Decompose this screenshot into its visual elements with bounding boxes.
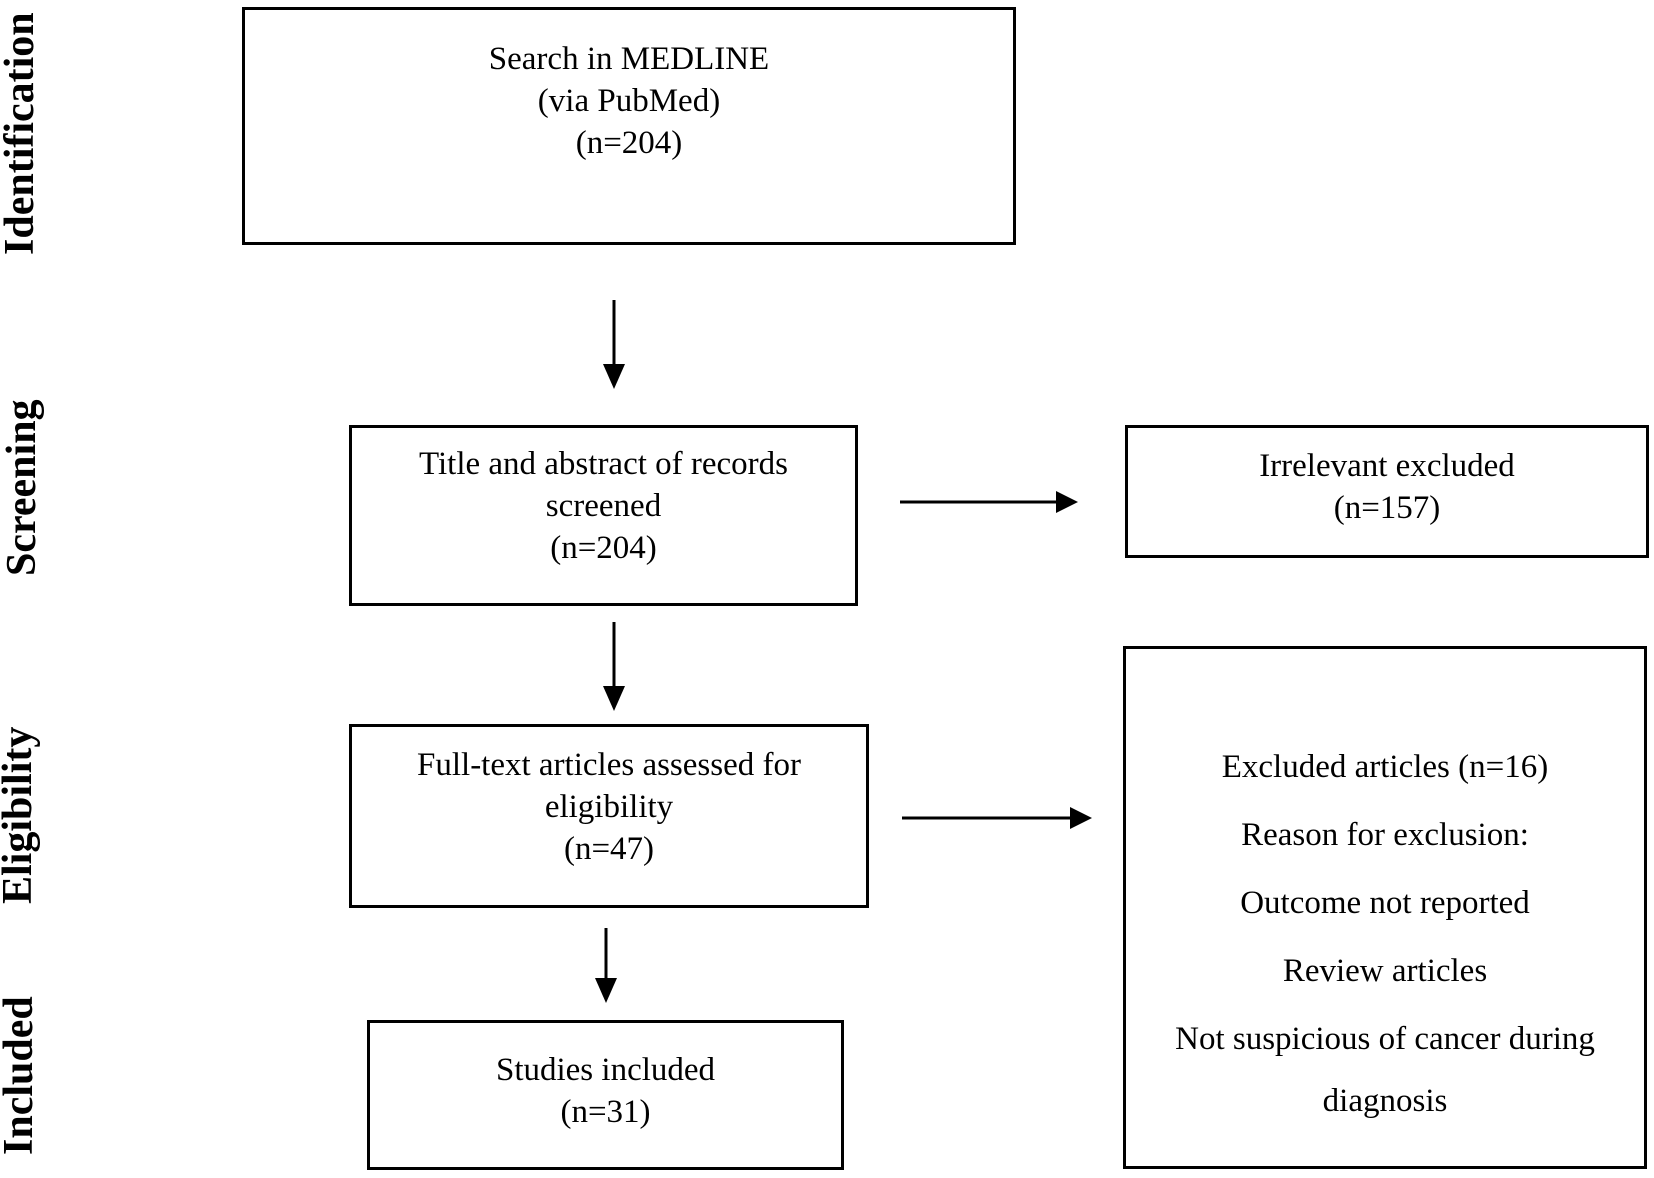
search-box-line: (via PubMed)	[537, 83, 721, 119]
irrelevant-excluded-box: Irrelevant excluded (n=157)	[1125, 425, 1649, 558]
excluded-box-line: diagnosis	[1322, 1083, 1448, 1119]
fulltext-box: Full-text articles assessed for eligibil…	[349, 724, 869, 908]
arrow-fulltext-to-excluded	[902, 807, 1092, 829]
arrow-screened-to-irrelevant	[900, 491, 1078, 513]
excluded-box-line: Excluded articles (n=16)	[1221, 749, 1549, 785]
search-box-line: Search in MEDLINE	[488, 41, 770, 77]
irrelevant-box-line: (n=157)	[1333, 490, 1441, 526]
excluded-box-line: Review articles	[1282, 953, 1488, 989]
arrow-screened-to-fulltext	[603, 622, 625, 711]
excluded-articles-box: Excluded articles (n=16) Reason for excl…	[1123, 646, 1647, 1169]
fulltext-box-line: Full-text articles assessed for	[417, 747, 801, 783]
excluded-box-line: Reason for exclusion:	[1241, 817, 1529, 853]
fulltext-box-line: eligibility	[544, 789, 674, 825]
screened-box: Title and abstract of records screened (…	[349, 425, 858, 606]
arrow-fulltext-to-included	[595, 928, 617, 1003]
screened-box-line: (n=204)	[550, 530, 657, 566]
excluded-box-line: Not suspicious of cancer during	[1175, 1021, 1595, 1057]
screened-box-line: Title and abstract of records	[418, 446, 788, 482]
included-box: Studies included (n=31)	[367, 1020, 844, 1170]
fulltext-box-line: (n=47)	[563, 831, 655, 867]
irrelevant-box-line: Irrelevant excluded	[1259, 448, 1515, 484]
search-box-line: (n=204)	[575, 125, 683, 161]
excluded-box-line: Outcome not reported	[1240, 885, 1530, 921]
included-box-line: Studies included	[495, 1052, 716, 1088]
arrow-search-to-screened	[603, 300, 625, 389]
screened-box-line: screened	[545, 488, 662, 524]
included-box-line: (n=31)	[560, 1094, 651, 1130]
search-box: Search in MEDLINE (via PubMed) (n=204)	[242, 7, 1016, 245]
